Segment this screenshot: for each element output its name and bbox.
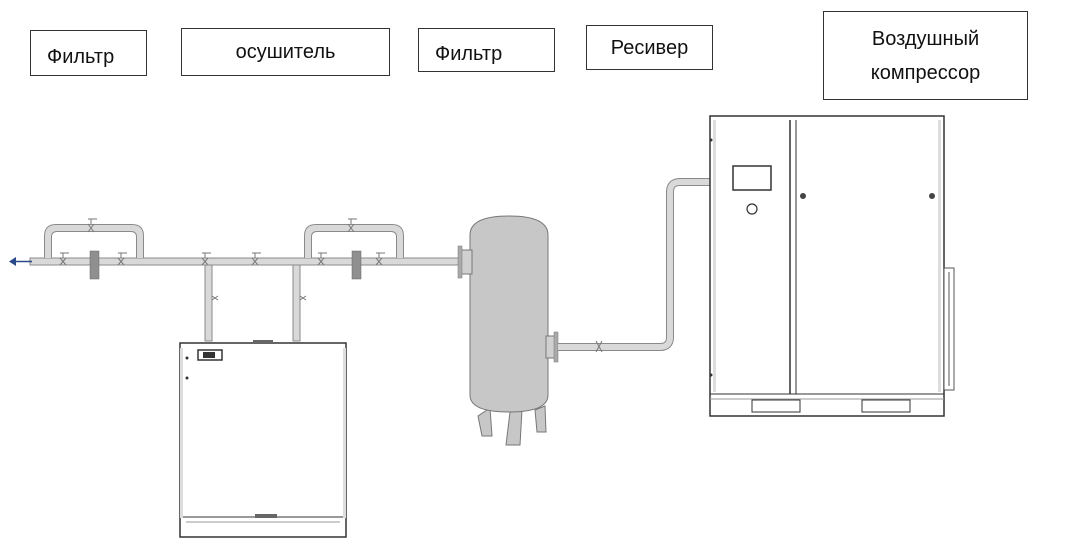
compressor-label: Воздушный компрессор <box>823 11 1028 100</box>
filter-2-label-text: Фильтр <box>435 43 503 65</box>
dryer-unit <box>179 340 347 538</box>
dryer-label: осушитель <box>181 28 390 76</box>
receiver-label: Ресивер <box>586 25 713 70</box>
valve-icon <box>59 218 127 266</box>
dryer-label-text: осушитель <box>235 41 336 63</box>
arrow-left-icon <box>9 257 32 266</box>
filter-2-label: Фильтр <box>418 28 555 72</box>
filter-1-label-text: Фильтр <box>47 46 115 68</box>
compressor-unit <box>709 115 955 417</box>
receiver-label-text: Ресивер <box>610 36 689 59</box>
compressor-display <box>732 165 772 191</box>
compressor-label-line1: Воздушный <box>871 27 980 50</box>
receiver-tank <box>457 215 559 446</box>
filter-1-label: Фильтр <box>30 30 147 76</box>
valve-icon <box>201 218 385 266</box>
filter-2-element <box>351 250 362 280</box>
compressor-label-line2: компрессор <box>870 61 981 84</box>
compressor-outlet-pipe <box>558 178 710 353</box>
dryer-pipes <box>204 264 307 342</box>
filter-1-element <box>89 250 100 280</box>
